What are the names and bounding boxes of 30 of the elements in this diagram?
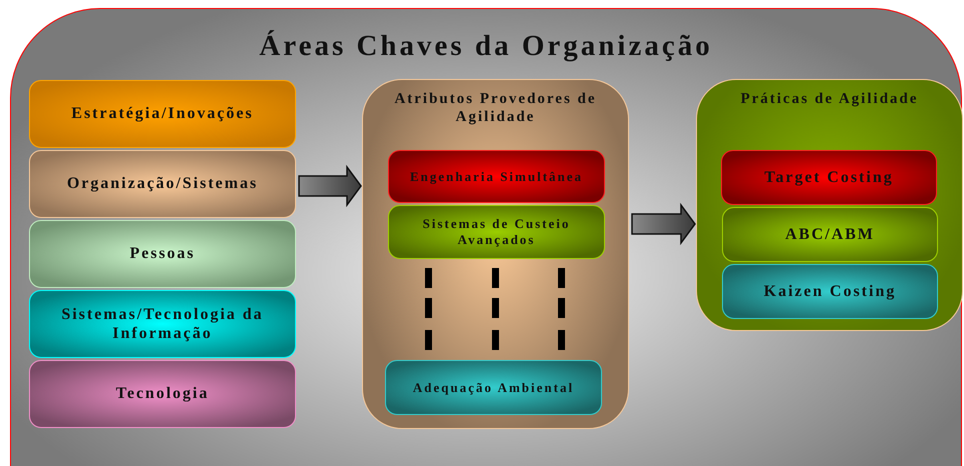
area-box	[721, 150, 937, 205]
box-label: Organização/Sistemas	[66, 174, 260, 194]
area-box	[29, 80, 296, 148]
area-box	[29, 150, 296, 218]
area-box	[388, 205, 605, 259]
area-box	[385, 360, 602, 415]
box-label: Engenharia Simultânea	[408, 168, 584, 184]
area-box	[29, 290, 296, 358]
box-label: Estratégia/Inovações	[70, 104, 255, 124]
group-heading: Atributos Provedores de Agilidade	[393, 90, 598, 126]
area-box	[722, 264, 938, 319]
area-box	[29, 220, 296, 288]
block-arrow	[298, 164, 362, 208]
diagram-heading: Áreas Chaves da Organização	[259, 29, 713, 64]
box-label: Sistemas de Custeio Avançados	[422, 216, 572, 248]
area-box	[29, 360, 296, 428]
box-label: Kaizen Costing	[762, 282, 898, 302]
box-label: Adequação Ambiental	[412, 380, 576, 396]
group-panel	[696, 79, 963, 331]
box-label: ABC/ABM	[784, 224, 876, 244]
area-box	[722, 207, 938, 262]
box-label: Tecnologia	[114, 384, 210, 404]
block-arrow	[631, 202, 696, 246]
area-box	[388, 150, 605, 203]
box-label: Pessoas	[128, 244, 196, 264]
group-heading: Práticas de Agilidade	[740, 90, 918, 108]
box-label: Sistemas/Tecnologia da Informação	[60, 304, 265, 344]
group-panel	[362, 79, 629, 429]
box-label: Target Costing	[763, 168, 895, 188]
organization-panel	[10, 8, 962, 466]
